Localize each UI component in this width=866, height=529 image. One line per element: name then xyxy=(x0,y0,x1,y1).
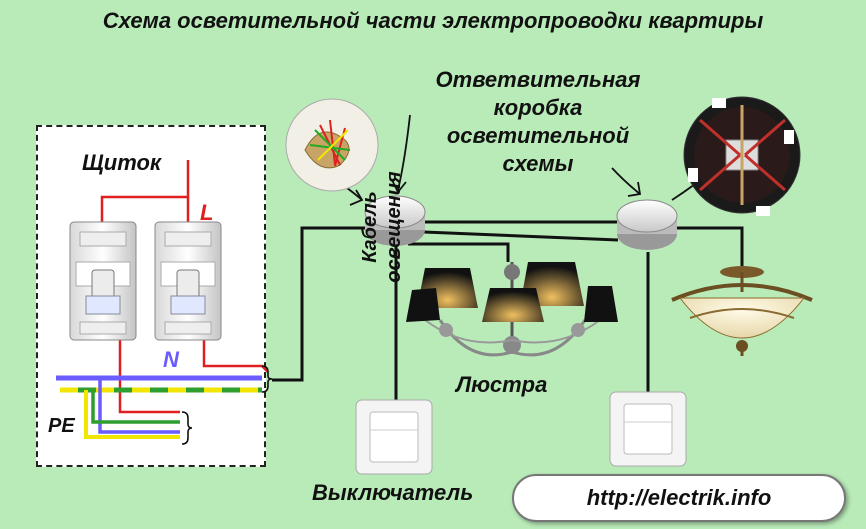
diagram-title: Схема осветительной части электропроводк… xyxy=(102,8,764,33)
bus-bars xyxy=(56,365,273,445)
junction-box-label: Ответвительная коробка осветительной схе… xyxy=(426,66,650,178)
cable-label-line: освещения xyxy=(383,171,405,283)
junction-box xyxy=(616,199,678,250)
cable-label-line: Кабель xyxy=(359,191,381,263)
light-switch xyxy=(355,399,433,475)
circuit-breaker xyxy=(154,221,222,341)
junction-box xyxy=(364,195,426,246)
junction-box-label-line: схемы xyxy=(502,151,574,176)
junction-box-photo xyxy=(285,98,379,192)
switch-label: Выключатель xyxy=(312,480,474,505)
phase-label: L xyxy=(200,200,214,225)
cable-label: Кабель освещения xyxy=(358,142,406,312)
phase-wiring xyxy=(100,160,269,414)
chandelier xyxy=(406,262,618,357)
junction-box-label-line: Ответвительная xyxy=(435,67,641,92)
lighting-cable xyxy=(272,220,744,400)
earth-label: PE xyxy=(48,415,75,437)
chandelier-label: Люстра xyxy=(456,372,548,397)
panel-label: Щиток xyxy=(82,150,162,175)
junction-box-photo xyxy=(683,96,801,216)
circuit-breaker xyxy=(69,221,137,341)
junction-box-label-line: коробка xyxy=(493,95,583,120)
ceiling-lamp xyxy=(671,266,813,356)
junction-box-label-line: осветительной xyxy=(446,123,630,148)
neutral-label: N xyxy=(163,347,179,372)
light-switch xyxy=(609,391,687,467)
website-link[interactable]: http://electrik.info xyxy=(512,474,846,522)
